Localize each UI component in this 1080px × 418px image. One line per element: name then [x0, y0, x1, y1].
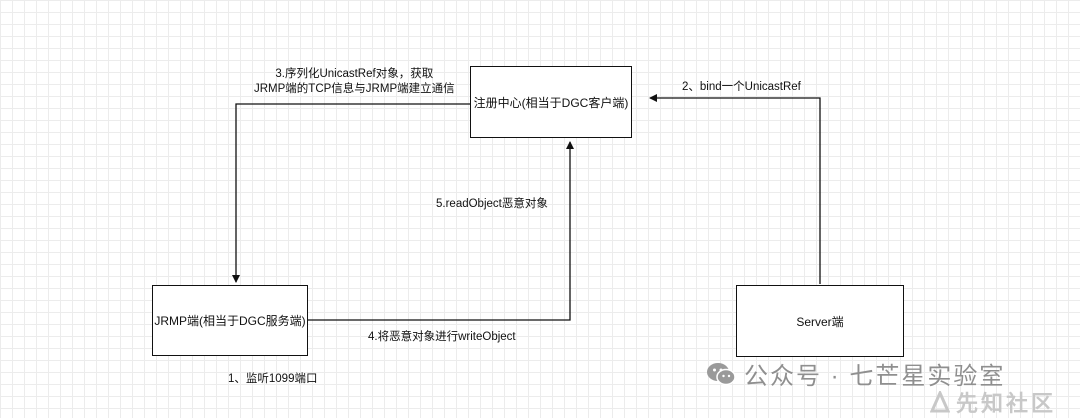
- xianzhi-watermark: 先知社区: [930, 386, 1056, 418]
- step3-label: 3.序列化UnicastRef对象，获取 JRMP端的TCP信息与JRMP端建立…: [254, 67, 455, 97]
- step2-label: 2、bind一个UnicastRef: [682, 80, 801, 95]
- step5-text: 5.readObject恶意对象: [436, 198, 548, 210]
- registry-label: 注册中心(相当于DGC客户端): [473, 95, 629, 110]
- step3-label-line2: JRMP端的TCP信息与JRMP端建立通信: [254, 83, 455, 95]
- step5-label: 5.readObject恶意对象: [436, 197, 548, 212]
- step4-label: 4.将恶意对象进行writeObject: [368, 330, 516, 345]
- registry-node: 注册中心(相当于DGC客户端): [470, 66, 632, 138]
- step1-label: 1、监听1099端口: [228, 372, 317, 387]
- wechat-watermark-text: 公众号 · 七芒星实验室: [744, 363, 1006, 390]
- server-node: Server端: [736, 285, 904, 357]
- edge-registry-to-jrmp: [232, 103, 470, 283]
- step3-label-line1: 3.序列化UnicastRef对象，获取: [275, 68, 434, 80]
- jrmp-label: JRMP端(相当于DGC服务端): [154, 314, 306, 328]
- step2-text: 2、bind一个UnicastRef: [682, 81, 801, 93]
- step1-text: 1、监听1099端口: [228, 373, 318, 385]
- xianzhi-logo-icon: [930, 391, 950, 413]
- wechat-icon: [707, 362, 736, 385]
- jrmp-node: JRMP端(相当于DGC服务端): [152, 285, 308, 356]
- edge-server-to-registry: [649, 94, 821, 284]
- step4-text: 4.将恶意对象进行writeObject: [368, 331, 516, 343]
- xianzhi-watermark-text: 先知社区: [956, 391, 1057, 416]
- edge-jrmp-to-registry: [308, 141, 574, 321]
- server-label: Server端: [796, 314, 844, 329]
- wechat-watermark: 公众号 · 七芒星实验室: [706, 356, 1005, 391]
